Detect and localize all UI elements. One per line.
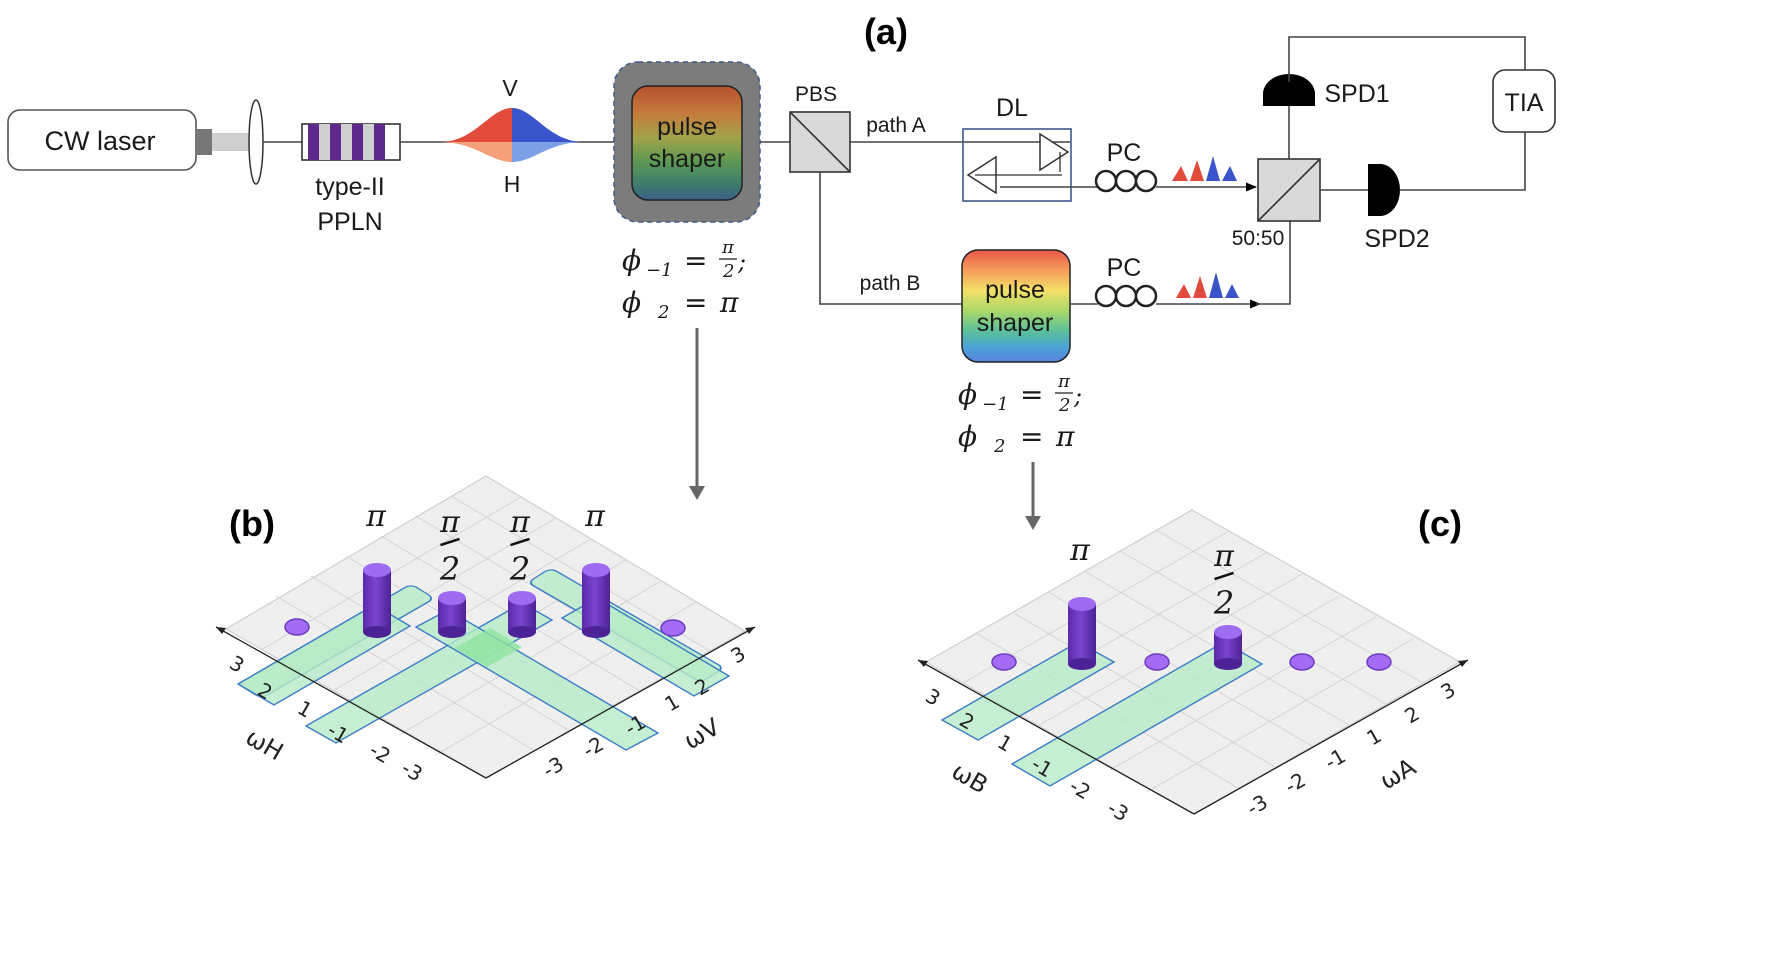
shaper-a-line1: pulse [657,113,717,141]
bar-label-c2-den: 2 [1213,584,1234,622]
b-xtick-m3: -3 [398,756,427,787]
grid-c: π π 2 3 2 1 -1 -2 -3 3 2 1 -1 -2 -3 ωB ω… [917,509,1469,827]
svg-text:ϕ: ϕ [622,244,641,277]
cw-laser-label: CW laser [44,126,155,156]
b-ytick-3: 3 [727,641,750,668]
panel-label-c: (c) [1418,503,1462,544]
c-ytick-m2: -2 [1281,768,1310,799]
svg-text:;: ; [1073,382,1082,410]
biphoton-pulse: V H [440,75,584,197]
phase-formula-b: ϕ −1 = π 2 ; ϕ 2 = π [958,371,1082,457]
bar-label-b2-num: π [439,505,461,540]
cylinder-c1 [1068,597,1096,670]
svg-text:2: 2 [722,261,734,282]
bar-label-b3-num: π [509,505,531,540]
bar-label-b2-den: 2 [439,550,460,588]
bar-label-b1: π [365,499,387,534]
cylinder-b1 [363,563,391,638]
bar-label-c1: π [1069,533,1091,568]
c-ytick-2: 2 [1401,701,1424,728]
c-y-axis-label: ωA [1375,752,1421,795]
ppln-label-line2: PPLN [317,208,382,236]
b-y-axis-label: ωV [679,712,725,755]
bar-label-c2-num: π [1213,539,1235,574]
svg-text:=: = [684,244,707,277]
ppln-crystal: type-II PPLN [301,123,401,236]
lens [248,99,264,185]
pbs-label: PBS [795,83,837,106]
c-ytick-m3: -3 [1243,790,1272,821]
bs-label: 50:50 [1232,227,1285,250]
b-ytick-m3: -3 [539,752,568,783]
shaper-b-line2: shaper [977,309,1053,337]
cylinder-b2 [438,591,466,638]
c-x-axis-label: ωB [947,757,993,800]
spd1-label: SPD1 [1324,80,1389,108]
svg-text:π: π [719,286,739,319]
grid-b: π π 2 π 2 π 3 2 1 -1 -2 -3 3 2 1 -1 -2 -… [215,475,756,787]
cw-laser: CW laser [7,109,254,171]
pc-a-label: PC [1107,139,1142,167]
b-x-axis-label: ωH [241,723,288,766]
output-pulses-b [1176,272,1239,298]
bar-label-b3-den: 2 [509,550,530,588]
cylinder-c2 [1214,625,1242,670]
panel-label-b: (b) [229,503,275,544]
pol-v-label: V [502,75,518,101]
c-xtick-3: 3 [922,684,945,711]
b-xtick-3: 3 [226,651,249,678]
svg-text:2: 2 [657,302,669,323]
b-xtick-m2: -2 [366,738,395,769]
polarization-controller-a: PC [1094,139,1158,193]
shaper-b-line1: pulse [985,276,1045,304]
bar-label-b4: π [584,499,606,534]
pol-h-label: H [504,171,521,197]
phase-formula-a: ϕ −1 = π 2 ; ϕ 2 = π [622,237,746,323]
ppln-label-line1: type-II [315,173,384,201]
b-xtick-1: 1 [294,696,317,723]
c-ytick-m1: -1 [1321,744,1350,775]
svg-text:2: 2 [993,436,1005,457]
svg-text:ϕ: ϕ [622,286,641,319]
delay-line: DL [962,94,1072,202]
polarization-controller-b: PC [1094,254,1158,308]
svg-text:=: = [1020,378,1043,411]
tia-label: TIA [1505,89,1544,117]
c-ytick-3: 3 [1437,677,1460,704]
svg-text:=: = [1020,420,1043,453]
c-xtick-1: 1 [994,730,1017,757]
dl-label: DL [996,94,1028,122]
svg-text:ϕ: ϕ [958,378,977,411]
tia-box: TIA [1492,69,1556,133]
b-ytick-1: 1 [661,689,684,716]
pc-b-label: PC [1107,254,1142,282]
spd2-label: SPD2 [1364,225,1429,253]
svg-text:π: π [1055,420,1075,453]
spd2-detector: SPD2 [1364,164,1430,253]
cylinder-b3 [508,591,536,638]
svg-text:π: π [721,237,735,258]
c-ytick-1: 1 [1363,723,1386,750]
pulse-shaper-b: pulse shaper [961,249,1071,363]
pulse-shaper-a: pulse shaper [613,61,761,223]
svg-text:−1: −1 [982,394,1009,415]
cylinder-b4 [582,563,610,638]
beam-splitter-5050: 50:50 [1232,158,1321,250]
svg-text:−1: −1 [646,260,673,281]
svg-text:π: π [1057,371,1071,392]
shaper-a-line2: shaper [649,145,725,173]
svg-text:=: = [684,286,707,319]
path-b-label: path B [860,272,921,295]
output-pulses-a [1172,156,1237,181]
svg-text:;: ; [737,248,746,276]
panel-label-a: (a) [864,11,908,52]
svg-text:ϕ: ϕ [958,420,977,453]
spd1-detector: SPD1 [1263,74,1390,108]
path-a-label: path A [866,114,926,137]
c-xtick-m2: -2 [1066,774,1095,805]
c-xtick-m3: -3 [1104,796,1133,827]
svg-text:2: 2 [1058,395,1070,416]
pbs-cube: PBS [789,83,851,173]
